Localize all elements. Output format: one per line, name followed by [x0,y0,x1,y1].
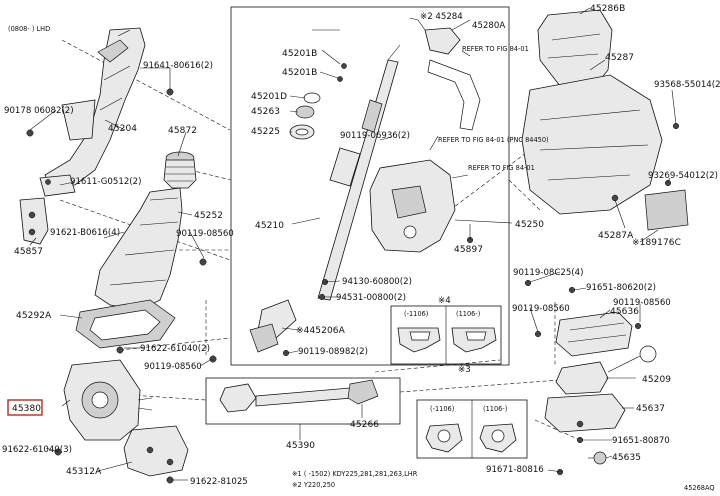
label-90119-08C25: 90119-08C25(4) [513,268,583,278]
label-45266: 45266 [350,420,379,430]
header-note: (0808- ) LHD [8,25,50,33]
label-89176C: ※189176C [632,238,681,248]
intermediate-shaft-45390 [219,379,379,413]
label-45637: 45637 [636,404,665,414]
inset4-col1: (-1106) [404,310,428,318]
column-assembly-frame [230,6,510,366]
footnote-2: ※2 Y220,250 [292,481,335,489]
bracket-45637 [544,393,626,433]
column-bracket-45204 [39,27,146,197]
bushing-45635 [588,451,607,465]
label-45390: 45390 [286,441,315,451]
label-45380: 45380 [12,404,41,414]
label-45209: 45209 [642,375,671,385]
label-45897: 45897 [454,245,483,255]
intermediate-shaft-frame [205,377,401,425]
label-90119-08982: 90119-08982(2) [298,347,368,357]
label-90119-06936: 90119-06936(2) [340,131,410,141]
label-45201D: 45201D [251,92,287,102]
label-94130: 94130-60800(2) [342,277,412,287]
label-45292A: 45292A [16,311,52,321]
label-91671: 91671-80816 [486,465,544,475]
inset4-col2: (1106-) [456,310,480,318]
actuator-45636 [555,311,633,357]
leader-lines [29,7,677,481]
label-45206A: ※445206A [296,326,346,336]
label-45250: 45250 [515,220,544,230]
label-90119-08560a: 90119-08560 [176,229,234,239]
lock-housing [369,27,481,253]
label-45201B-2: 45201B [282,68,317,78]
label-45857: 45857 [14,247,43,257]
image-code: 45268AQ [684,484,715,492]
bracket-45857 [19,197,49,245]
label-45263: 45263 [251,107,280,117]
gear-box-45380 [63,359,153,441]
label-90119-08560d: 90119-08560 [144,362,202,372]
ring-parts [289,92,321,140]
inset3-col2: (1106-) [483,405,507,413]
label-91651-80870: 91651-80870 [612,436,670,446]
label-90119-08560c: 90119-08560 [613,298,671,308]
label-45872: 45872 [168,126,197,136]
cover-45252 [94,187,183,311]
label-91651-80620: 91651-80620(2) [586,283,656,293]
label-45636: 45636 [610,307,639,317]
label-93269: 93269-54012(2) [648,171,718,181]
label-91641: 91641-80616(2) [143,61,213,71]
gasket-45292A [75,299,176,349]
label-45286B: 45286B [590,4,625,14]
label-45287: 45287 [605,53,634,63]
label-ref1: REFER TO FIG 84-01 [462,45,529,53]
joint-45209 [555,345,657,395]
label-plate-89176C [644,189,689,231]
label-94531: 94531-00800(2) [336,293,406,303]
highlight-box-45380 [7,399,43,416]
label-90178: 90178 06082(2) [4,106,74,116]
label-45201B-1: 45201B [282,49,317,59]
label-93568: 93568-55014(2) [654,80,720,90]
label-note3: ※3 [458,365,471,375]
label-45312A: 45312A [66,467,102,477]
label-91622-61040-2: 91622-61040(2) [140,344,210,354]
label-45204: 45204 [108,124,137,134]
label-90119-08560b: 90119-08560 [512,304,570,314]
label-45287A: 45287A [598,231,634,241]
boot-45872 [163,151,197,189]
label-45225: 45225 [251,127,280,137]
label-45252: 45252 [194,211,223,221]
label-note4: ※4 [438,296,451,306]
label-91611: 91611-G0512(2) [70,177,141,187]
label-ref2: REFER TO FIG 84-01 (PNC 84450) [438,136,549,144]
labels: (0808- ) LHD 45286B ※2 45284 45280A REFE… [2,4,720,492]
column-cover-lower [521,74,663,215]
label-91621: 91621-B0616(4) [50,228,120,238]
label-45635: 45635 [612,453,641,463]
label-45210: 45210 [255,221,284,231]
footnote-1: ※1 ( -1502) KDY225,281,281,263,LHR [292,470,418,478]
inset-box-3 [416,399,528,459]
inset-box-4 [390,305,502,365]
label-45280A: 45280A [472,21,505,31]
label-ref3: REFER TO FIG 84-01 [468,164,535,172]
label-91622-81025: 91622-81025 [190,477,248,487]
label-45284: ※2 45284 [420,12,463,22]
inset3-col1: (-1106) [430,405,454,413]
label-91622-61040-3: 91622-61040(3) [2,445,72,455]
bracket-45312A [123,425,189,477]
